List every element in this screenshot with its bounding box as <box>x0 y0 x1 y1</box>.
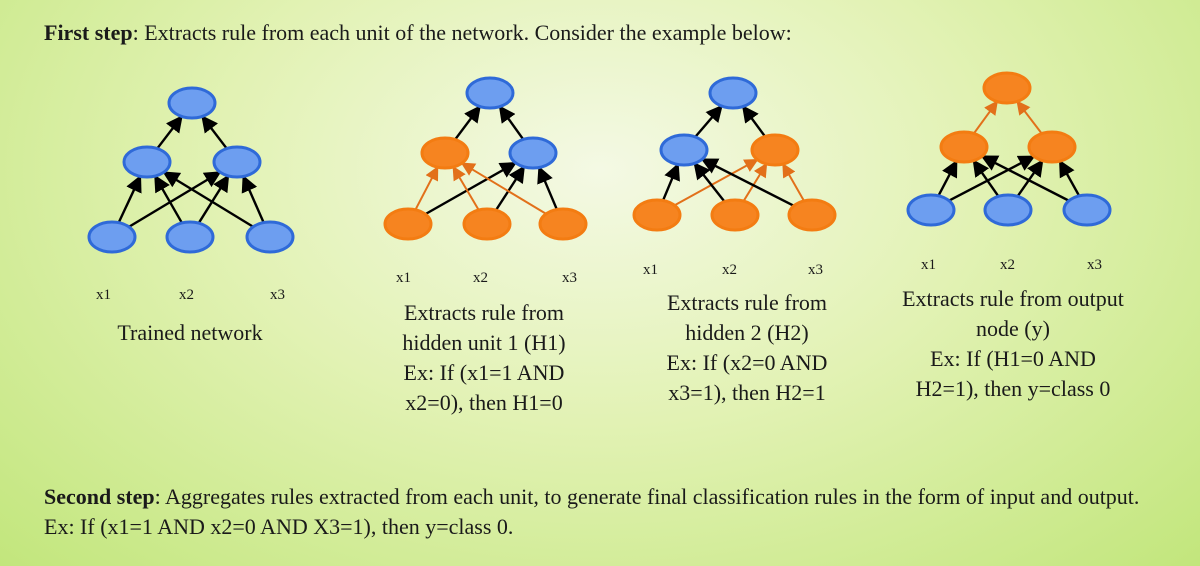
net3-input-x1: x1 <box>643 262 658 278</box>
net2-edge-x1-h2 <box>422 161 518 217</box>
net3-input-x3: x3 <box>808 262 823 278</box>
net1-input-node-x2 <box>165 220 215 254</box>
second-step-label: Second step <box>44 484 155 509</box>
net4-edge-x1-h1 <box>936 159 958 199</box>
net2-edge-x1-h1 <box>413 165 439 213</box>
net2-output-node-y <box>465 76 515 110</box>
net2-edge-x3-h1 <box>460 162 550 217</box>
net4-input-node-x3 <box>1062 193 1112 227</box>
net3-output-node-y <box>708 76 758 110</box>
second-step-body: : Aggregates rules extracted from each u… <box>44 484 1140 539</box>
net1-edge-h1-y <box>154 115 183 152</box>
net4-output-node-y <box>982 71 1032 105</box>
net1-input-x3: x3 <box>270 287 285 303</box>
net4-edge-x1-h2 <box>945 155 1036 204</box>
net1-input-x2: x2 <box>179 287 194 303</box>
net4-hidden-node-h1 <box>939 130 989 164</box>
net3-edge-x2-h1 <box>693 162 728 205</box>
net1-hidden-node-h1 <box>122 145 172 179</box>
net4-edge-h2-y <box>1016 100 1045 137</box>
first-step-body: : Extracts rule from each unit of the ne… <box>132 20 792 45</box>
net2-hidden-node-h1 <box>420 136 470 170</box>
net2-edge-h1-y <box>452 105 481 143</box>
net3-edge-x1-h1 <box>661 162 680 204</box>
net1-hidden-node-h2 <box>212 145 262 179</box>
net3-edge-x3-h1 <box>700 158 798 209</box>
net4-input-node-x2 <box>983 193 1033 227</box>
net3-input-node-x2 <box>710 198 760 232</box>
net3-edge-x3-h2 <box>782 162 807 204</box>
net4-input-node-x1 <box>906 193 956 227</box>
net3-input-x2: x2 <box>722 262 737 278</box>
net1-output-node-y <box>167 86 217 120</box>
net3-edge-x1-h2 <box>671 158 759 208</box>
net1-edge-h2-y <box>201 115 230 152</box>
net1-edge-x3-h2 <box>241 174 266 226</box>
net1-edge-x1-h2 <box>125 171 222 230</box>
net1-edge-x2-h2 <box>196 174 230 226</box>
net2-edge-x2-h2 <box>493 165 526 213</box>
net4-edge-h1-y <box>971 100 998 137</box>
net2-input-x2: x2 <box>473 270 488 286</box>
net4-input-x2: x2 <box>1000 257 1015 273</box>
net4-edge-x3-h2 <box>1058 159 1082 199</box>
net1-input-x1: x1 <box>96 287 111 303</box>
net2-hidden-node-h2 <box>508 136 558 170</box>
net1-input-node-x3 <box>245 220 295 254</box>
net2-edge-x2-h1 <box>452 165 481 213</box>
net2-edge-h2-y <box>498 105 526 143</box>
net3-edge-h1-y <box>692 104 723 140</box>
net4-edge-x2-h1 <box>972 159 1001 200</box>
net2-input-x1: x1 <box>396 270 411 286</box>
net1-edge-x3-h1 <box>162 171 257 230</box>
net2-input-x3: x3 <box>562 270 577 286</box>
net3-hidden-node-h2 <box>750 133 800 167</box>
caption-hidden-unit-1: Extracts rule from hidden unit 1 (H1) Ex… <box>402 300 566 415</box>
net3-input-node-x3 <box>787 198 837 232</box>
second-step-text: Second step: Aggregates rules extracted … <box>44 482 1154 542</box>
net2-input-node-x3 <box>538 207 588 241</box>
caption-hidden-2: Extracts rule from hidden 2 (H2) Ex: If … <box>666 290 828 405</box>
net4-edge-x3-h1 <box>980 155 1073 204</box>
net3-hidden-node-h1 <box>659 133 709 167</box>
caption-output-node: Extracts rule from output node (y) Ex: I… <box>902 286 1124 401</box>
net4-hidden-node-h2 <box>1027 130 1077 164</box>
net4-input-x1: x1 <box>921 257 936 273</box>
net2-edge-x3-h2 <box>537 165 559 213</box>
net3-input-node-x1 <box>632 198 682 232</box>
first-step-label: First step <box>44 20 133 45</box>
net2-input-node-x2 <box>462 207 512 241</box>
first-step-text: First step: Extracts rule from each unit… <box>44 18 792 48</box>
net1-input-node-x1 <box>87 220 137 254</box>
net1-edge-x1-h1 <box>116 174 142 226</box>
net3-edge-h2-y <box>741 105 768 140</box>
net2-input-node-x1 <box>383 207 433 241</box>
net3-edge-x2-h2 <box>741 162 768 204</box>
net1-edge-x2-h1 <box>154 174 185 226</box>
net4-input-x3: x3 <box>1087 257 1102 273</box>
caption-trained-network: Trained network <box>117 320 263 345</box>
